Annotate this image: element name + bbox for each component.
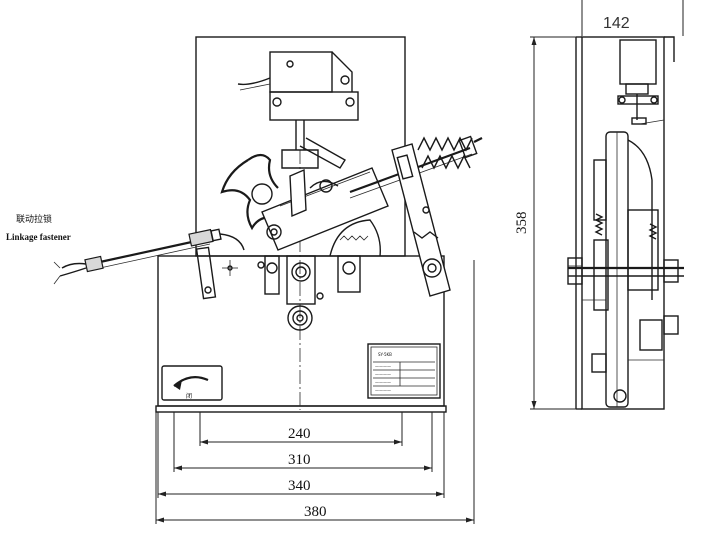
base-strip (155, 405, 447, 413)
dial-symbol: 闭 (186, 392, 192, 400)
front-view: 联动拉锁 Linkage fastener 闭 SY-5KB ———— ————… (6, 36, 483, 413)
side-body (581, 36, 665, 410)
dim-142: 142 (603, 15, 630, 32)
main-arm (261, 167, 389, 251)
spring-assembly (417, 135, 483, 170)
dim-340: 340 (288, 478, 311, 494)
handle-wheel (220, 153, 279, 231)
vertical-link (281, 120, 346, 169)
nameplate: SY-5KB ———— ———— ———— ———— (367, 343, 441, 399)
sector-disc (329, 219, 381, 257)
nameplate-title: SY-5KB (378, 352, 392, 357)
dim-380: 380 (304, 504, 327, 520)
linkage-label-en: Linkage fastener (6, 232, 71, 242)
nameplate-line-3: ———— (375, 380, 391, 385)
right-tilted-plate (391, 143, 451, 297)
top-bracket (237, 51, 359, 121)
linkage-cable (53, 228, 245, 285)
side-dimensions: 142 358 (514, 0, 684, 410)
dim-358: 358 (514, 212, 530, 235)
dim-240: 240 (288, 426, 311, 442)
dim-310: 310 (288, 452, 311, 468)
position-dial: 闭 (161, 365, 223, 401)
nameplate-line-1: ———— (375, 364, 391, 369)
nameplate-line-2: ———— (375, 372, 391, 377)
lower-fittings (195, 246, 361, 331)
front-dimensions: 240 310 340 380 (155, 260, 475, 524)
linkage-label-cn: 联动拉锁 (16, 213, 52, 225)
nameplate-line-4: ———— (375, 388, 391, 393)
side-view (567, 36, 684, 410)
